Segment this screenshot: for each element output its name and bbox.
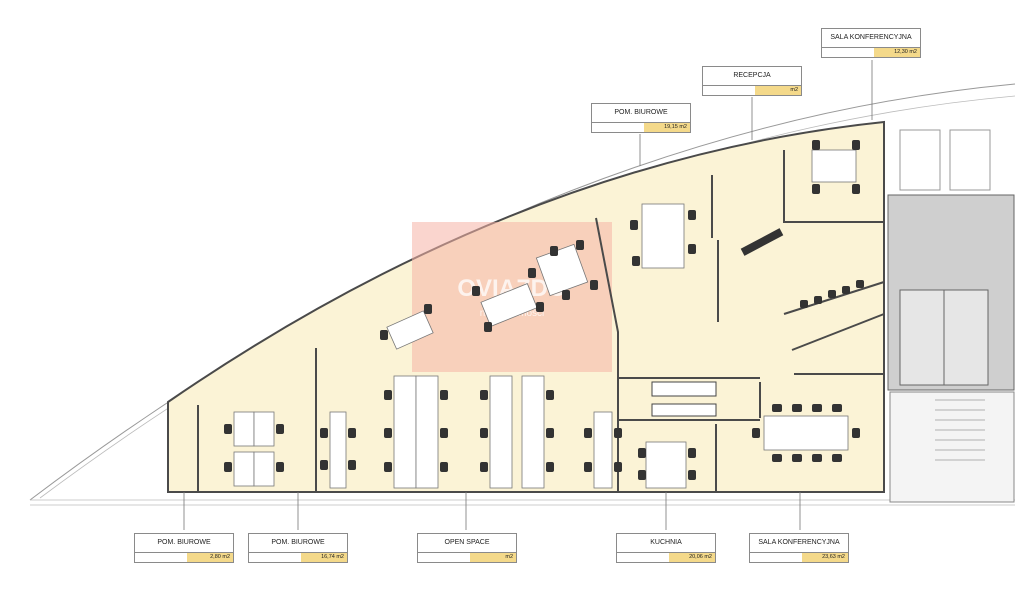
room-name: SALA KONFERENCYJNA bbox=[822, 29, 920, 48]
room-name: POM. BIUROWE bbox=[249, 534, 347, 553]
room-label-kuchnia: KUCHNIA 20,06 m2 bbox=[616, 533, 716, 563]
room-area: 2,80 m2 bbox=[187, 553, 233, 562]
room-label-open-space: OPEN SPACE m2 bbox=[417, 533, 517, 563]
label-leaders bbox=[183, 60, 873, 530]
room-name: RECEPCJA bbox=[703, 67, 801, 86]
reception-desk bbox=[740, 228, 784, 256]
room-area: 16,74 m2 bbox=[301, 553, 347, 562]
room-area: 19,15 m2 bbox=[644, 123, 690, 132]
room-name: KUCHNIA bbox=[617, 534, 715, 553]
room-label-pom-biurowe-2: POM. BIUROWE 16,74 m2 bbox=[248, 533, 348, 563]
room-area: 12,30 m2 bbox=[874, 48, 920, 57]
building-core bbox=[887, 129, 1015, 503]
room-label-pom-biurowe-top: POM. BIUROWE 19,15 m2 bbox=[591, 103, 691, 133]
room-area: 23,63 m2 bbox=[802, 553, 848, 562]
partition-walls bbox=[197, 150, 885, 492]
room-label-sala-konferencyjna-top: SALA KONFERENCYJNA 12,30 m2 bbox=[821, 28, 921, 58]
room-name: POM. BIUROWE bbox=[592, 104, 690, 123]
kitchen-counter bbox=[651, 381, 717, 417]
room-label-sala-konferencyjna-bottom: SALA KONFERENCYJNA 23,63 m2 bbox=[749, 533, 849, 563]
room-name: OPEN SPACE bbox=[418, 534, 516, 553]
chairs bbox=[224, 140, 864, 480]
desk-cluster-1 bbox=[233, 411, 275, 487]
room-area: m2 bbox=[755, 86, 801, 95]
desk-cluster-3 bbox=[386, 149, 857, 350]
room-label-recepcja: RECEPCJA m2 bbox=[702, 66, 802, 96]
room-area: 20,06 m2 bbox=[669, 553, 715, 562]
room-name: SALA KONFERENCYJNA bbox=[750, 534, 848, 553]
room-label-pom-biurowe-1: POM. BIUROWE 2,80 m2 bbox=[134, 533, 234, 563]
room-name: POM. BIUROWE bbox=[135, 534, 233, 553]
desk-cluster-2 bbox=[329, 375, 849, 489]
room-area: m2 bbox=[470, 553, 516, 562]
